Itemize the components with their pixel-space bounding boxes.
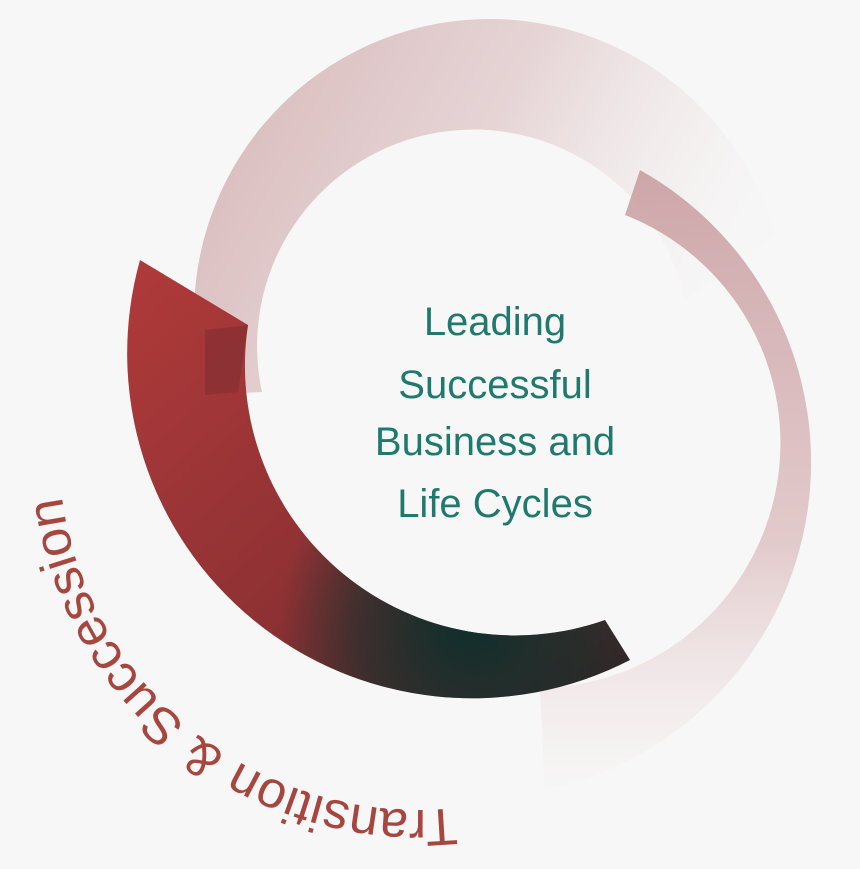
- center-line-1: Leading: [424, 300, 566, 344]
- upper-pale-arc: [193, 18, 775, 395]
- center-line-3: Business and: [375, 420, 615, 464]
- center-line-2: Successful: [398, 363, 591, 407]
- lower-arc-shading: [127, 260, 631, 699]
- center-line-4: Life Cycles: [397, 482, 593, 526]
- overlap-patch: [205, 325, 248, 395]
- right-pale-arc: [540, 170, 812, 790]
